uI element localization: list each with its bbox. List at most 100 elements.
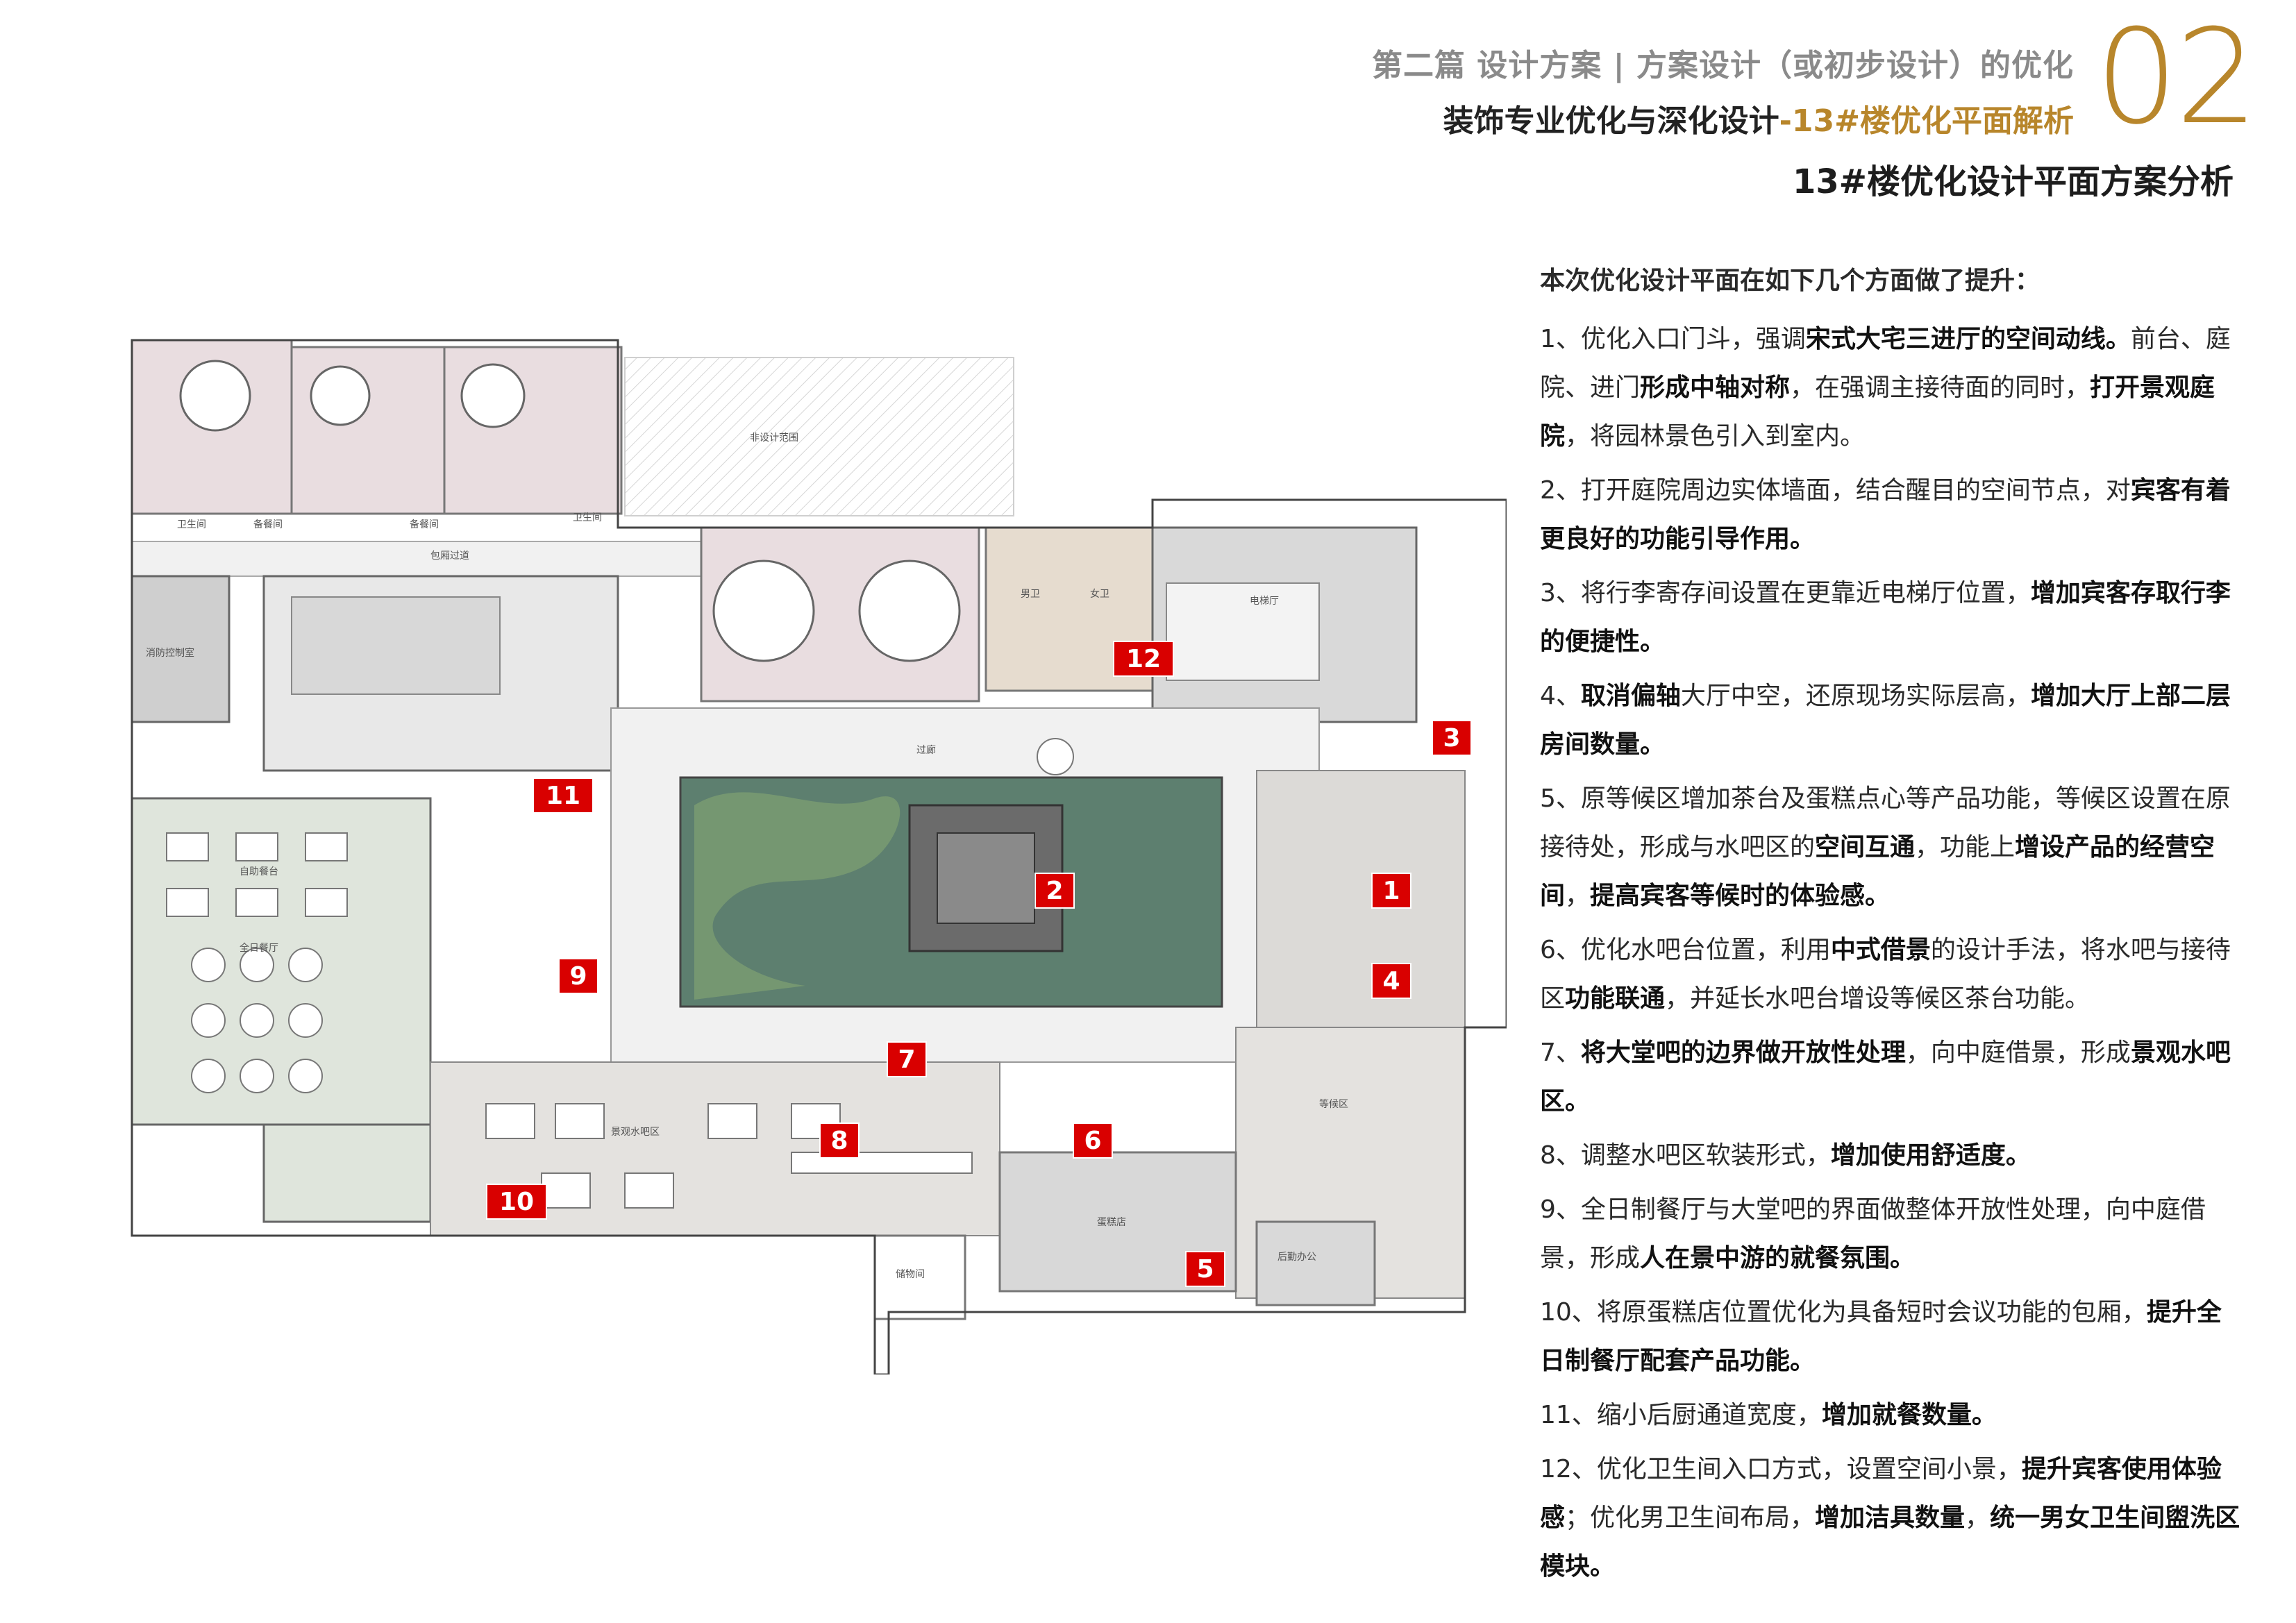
header-line-2-main: 装饰专业优化与深化设计 [1443,103,1779,139]
analysis-item-text: 7、 [1540,1038,1581,1067]
header-line-1: 第二篇 设计方案 | 方案设计（或初步设计）的优化 [1371,48,2074,83]
analysis-item-text: 提高宾客等候时的体验感。 [1590,882,1891,910]
section-title: 13#楼优化设计平面方案分析 [1792,162,2234,201]
label-waiting: 等候区 [1319,1099,1348,1110]
label-water-bar: 景观水吧区 [611,1127,660,1138]
analysis-item-1: 1、优化入口门斗，强调宋式大宅三进厅的空间动线。前台、庭院、进门形成中轴对称，在… [1540,315,2241,461]
analysis-item-text: 提升全日制餐厅配套产品功能。 [1540,1298,2222,1375]
label-out-of-scope: 非设计范围 [750,432,798,444]
analysis-item-text: ，将园林景色引入到室内。 [1565,422,1866,451]
analysis-item-text: 9、全日制餐厅与大堂吧的界面做整体开放性处理，向中庭借景，形成 [1540,1195,2206,1272]
analysis-item-3: 3、将行李寄存间设置在更靠近电梯厅位置，增加宾客存取行李的便捷性。 [1540,569,2241,666]
reception-hall [1256,770,1466,1028]
analysis-item-text: 6、优化水吧台位置，利用 [1540,936,1831,964]
analysis-item-11: 11、缩小后厨通道宽度，增加就餐数量。 [1540,1391,2241,1440]
analysis-item-10: 10、将原蛋糕店位置优化为具备短时会议功能的包厢，提升全日制餐厅配套产品功能。 [1540,1288,2241,1386]
back-office [1255,1220,1376,1306]
label-all-day-dining: 全日餐厅 [240,943,278,954]
label-wc-1: 卫生间 [177,519,206,530]
analysis-item-text: ，在强调主接待面的同时， [1790,373,2090,402]
label-wc-2: 卫生间 [573,512,602,523]
analysis-item-text: 大厅中空，还原现场实际层高， [1680,682,2031,710]
analysis-item-text: 将大堂吧的边界做开放性处理 [1580,1038,1906,1067]
analysis-item-5: 5、原等候区增加茶台及蛋糕点心等产品功能，等候区设置在原接待处，形成与水吧区的空… [1540,775,2241,920]
label-buffet: 自助餐台 [240,866,278,877]
label-corridor-top: 过廊 [916,745,936,756]
analysis-item-text: 增加宾客存取行李的便捷性。 [1540,579,2231,656]
analysis-item-text: 5、原等候区增加茶台及蛋糕点心等产品功能，等候区设置在原接待处，形成与水吧区的 [1540,784,2231,861]
chapter-number: 02 [2095,1,2259,153]
label-prep-2: 备餐间 [410,519,439,530]
marker-4: 4 [1371,963,1411,999]
analysis-item-text: 打开景观庭院 [1540,373,2215,451]
analysis-list: 1、优化入口门斗，强调宋式大宅三进厅的空间动线。前台、庭院、进门形成中轴对称，在… [1540,315,2241,1591]
label-male-wc: 男卫 [1021,589,1040,600]
analysis-item-8: 8、调整水吧区软装形式，增加使用舒适度。 [1540,1132,2241,1180]
analysis-item-text: 形成中轴对称 [1640,373,1791,402]
private-room-2 [290,346,446,515]
analysis-text-panel: 本次优化设计平面在如下几个方面做了提升： 1、优化入口门斗，强调宋式大宅三进厅的… [1540,257,2241,1597]
analysis-item-text: 空间互通 [1815,833,1916,861]
marker-3: 3 [1432,720,1472,756]
analysis-item-text: 宾客有着更良好的功能引导作用。 [1540,476,2231,553]
analysis-item-text: 1、优化入口门斗，强调 [1540,325,1806,353]
marker-12: 12 [1113,641,1174,677]
analysis-item-2: 2、打开庭院周边实体墙面，结合醒目的空间节点，对宾客有着更良好的功能引导作用。 [1540,466,2241,564]
analysis-item-text: 增加大厅上部二层房间数量。 [1540,682,2231,759]
label-prep-1: 备餐间 [253,519,283,530]
analysis-item-text: 2、打开庭院周边实体墙面，结合醒目的空间节点，对 [1540,476,2131,505]
marker-5: 5 [1185,1251,1225,1287]
marker-7: 7 [887,1041,927,1077]
analysis-intro: 本次优化设计平面在如下几个方面做了提升： [1540,267,2041,295]
analysis-item-text: 增加就餐数量。 [1821,1401,1997,1429]
elevator-hall [1166,582,1320,681]
label-elevator-hall: 电梯厅 [1250,596,1279,607]
analysis-item-text: 景观水吧区。 [1540,1038,2231,1116]
fire-control-room [131,575,231,723]
floor-plan: 非设计范围 包厢过道 消防控制室 过廊 电梯厅 自助餐台 全日餐厅 景观水吧区 … [125,319,1507,1374]
marker-8: 8 [819,1122,860,1159]
analysis-item-text: 3、将行李寄存间设置在更靠近电梯厅位置， [1540,579,2031,607]
analysis-item-text: 前台、庭院、进门 [1540,325,2231,402]
analysis-item-text: 10、将原蛋糕店位置优化为具备短时会议功能的包厢， [1540,1298,2147,1327]
analysis-item-6: 6、优化水吧台位置，利用中式借景的设计手法，将水吧与接待区功能联通，并延长水吧台… [1540,926,2241,1023]
analysis-item-text: 中式借景 [1830,936,1931,964]
floor-plan-drawing [131,339,1507,1374]
meeting-room [262,1123,432,1223]
analysis-item-text: 功能联通 [1565,984,1666,1013]
header-line-2-accent: -13#楼优化平面解析 [1779,103,2074,139]
private-room-3 [443,346,623,515]
analysis-item-text: 提升宾客使用体验感 [1540,1455,2222,1532]
analysis-item-text: 11、缩小后厨通道宽度， [1540,1401,1822,1429]
marker-2: 2 [1034,873,1075,909]
analysis-item-text: 取消偏轴 [1580,682,1681,710]
label-storage: 储物间 [896,1269,925,1280]
marker-10: 10 [486,1184,547,1220]
marker-6: 6 [1073,1122,1113,1159]
out-of-scope-area [624,357,1014,516]
marker-11: 11 [533,777,594,814]
analysis-item-text: 4、 [1540,682,1581,710]
analysis-item-text: 增设产品的经营空间 [1540,833,2215,910]
analysis-item-text: 人在景中游的就餐氛围。 [1640,1244,1916,1272]
analysis-item-text: ，功能上 [1915,833,2016,861]
analysis-item-text: 统一男女卫生间盥洗区模块。 [1540,1504,2240,1581]
label-cake-shop: 蛋糕店 [1097,1217,1126,1228]
analysis-item-text: 12、优化卫生间入口方式，设置空间小景， [1540,1455,2022,1483]
analysis-item-text: 宋式大宅三进厅的空间动线。 [1805,325,2131,353]
header-line-2: 装饰专业优化与深化设计-13#楼优化平面解析 [1443,96,2074,140]
analysis-item-4: 4、取消偏轴大厅中空，还原现场实际层高，增加大厅上部二层房间数量。 [1540,672,2241,769]
marker-1: 1 [1371,873,1411,909]
label-fire-control: 消防控制室 [146,648,194,659]
label-private-corridor: 包厢过道 [430,550,469,562]
analysis-item-text: 的设计手法，将水吧与接待区 [1540,936,2231,1013]
analysis-item-9: 9、全日制餐厅与大堂吧的界面做整体开放性处理，向中庭借景，形成人在景中游的就餐氛… [1540,1186,2241,1283]
analysis-item-text: 增加使用舒适度。 [1830,1141,2031,1170]
analysis-item-text: ；优化男卫生间布局， [1565,1504,1816,1532]
label-back-office: 后勤办公 [1277,1252,1316,1263]
analysis-item-12: 12、优化卫生间入口方式，设置空间小景，提升宾客使用体验感；优化男卫生间布局，增… [1540,1445,2241,1591]
analysis-item-text: 8、调整水吧区软装形式， [1540,1141,1831,1170]
analysis-item-text: ，并延长水吧台增设等候区茶台功能。 [1665,984,2090,1013]
analysis-item-text: ， [1565,882,1591,910]
label-female-wc: 女卫 [1090,589,1109,600]
